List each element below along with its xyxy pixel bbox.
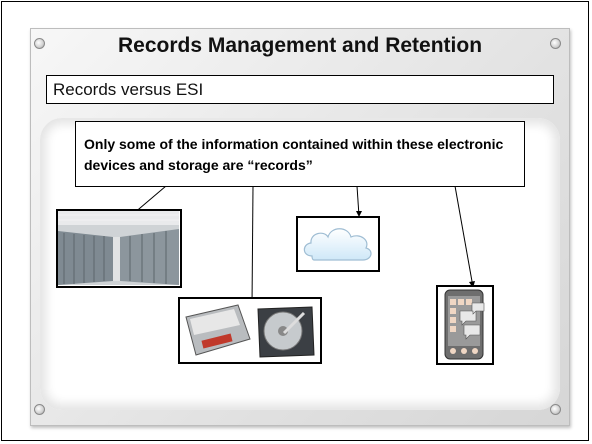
server-room-icon: [58, 211, 179, 285]
mobile-device-image: [436, 285, 494, 365]
slide-title: Records Management and Retention: [117, 34, 483, 57]
screw-icon: [550, 404, 561, 415]
hard-drives-image: [178, 297, 322, 364]
slide-subtitle: Records versus ESI: [46, 75, 554, 104]
cloud-image: [296, 216, 380, 272]
connector-line-mobile: [454, 185, 474, 288]
screw-icon: [34, 38, 45, 49]
smartphone-icon: [438, 287, 491, 362]
connector-line-hard-drives: [251, 185, 254, 307]
arrowhead-icon: [356, 211, 362, 217]
cloud-icon: [303, 228, 372, 261]
hard-drive-icon: [180, 299, 319, 361]
screw-icon: [34, 404, 45, 415]
screw-icon: [550, 38, 561, 49]
callout-box: Only some of the information contained w…: [75, 121, 525, 187]
data-center-image: [56, 209, 182, 288]
